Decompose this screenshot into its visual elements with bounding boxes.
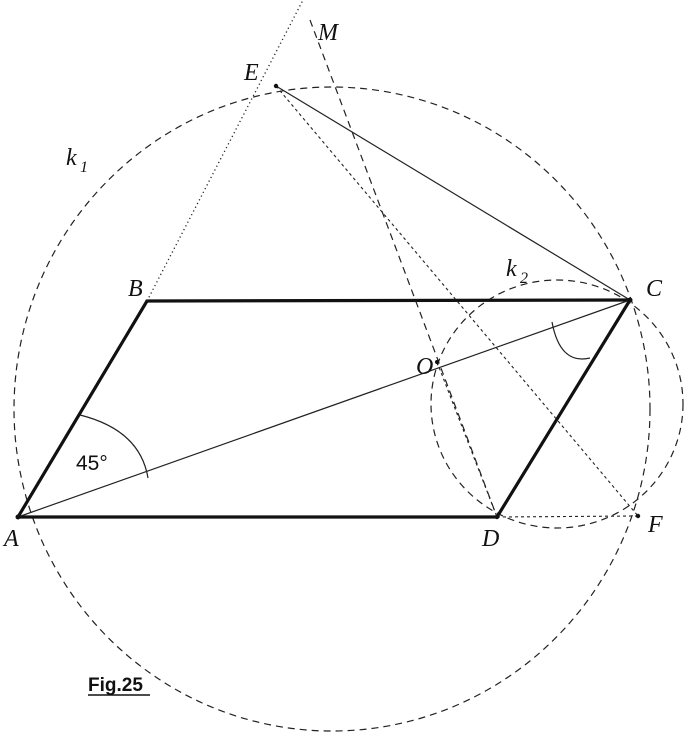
angle-label: 45° bbox=[76, 452, 108, 475]
angle-arc-C bbox=[551, 321, 591, 360]
figure-caption: Fig.25 bbox=[88, 675, 143, 696]
label-D: D bbox=[481, 526, 499, 552]
label-F: F bbox=[647, 512, 663, 538]
label-M: M bbox=[317, 20, 340, 46]
label-k1-subscript: 1 bbox=[80, 159, 88, 176]
segment-EC bbox=[275, 85, 631, 301]
circle-k2 bbox=[430, 279, 684, 529]
point-dot-D bbox=[494, 514, 500, 520]
diagonal-AC bbox=[17, 299, 631, 518]
side-BC bbox=[145, 298, 632, 303]
side-AB bbox=[16, 299, 149, 519]
segment-DF bbox=[496, 515, 639, 518]
label-E: E bbox=[243, 60, 259, 86]
label-C: C bbox=[646, 276, 663, 302]
segment-OD bbox=[436, 361, 498, 518]
point-dot-A bbox=[15, 514, 21, 520]
point-dot-C bbox=[627, 297, 633, 303]
line-EF bbox=[275, 85, 639, 517]
label-O: O bbox=[416, 354, 433, 380]
angle-arc-A bbox=[79, 414, 149, 479]
point-dot-O bbox=[435, 360, 439, 364]
circle-k1 bbox=[13, 86, 651, 732]
side-CD bbox=[495, 298, 632, 519]
label-A: A bbox=[2, 526, 19, 552]
line-MD bbox=[309, 19, 498, 518]
label-k1: k bbox=[66, 145, 77, 171]
point-dot-F bbox=[635, 513, 641, 519]
point-dot-E bbox=[273, 83, 279, 89]
line-AB-extension bbox=[146, 0, 304, 302]
label-k2: k bbox=[506, 256, 517, 282]
label-k2-subscript: 2 bbox=[520, 270, 528, 287]
label-B: B bbox=[128, 276, 143, 302]
